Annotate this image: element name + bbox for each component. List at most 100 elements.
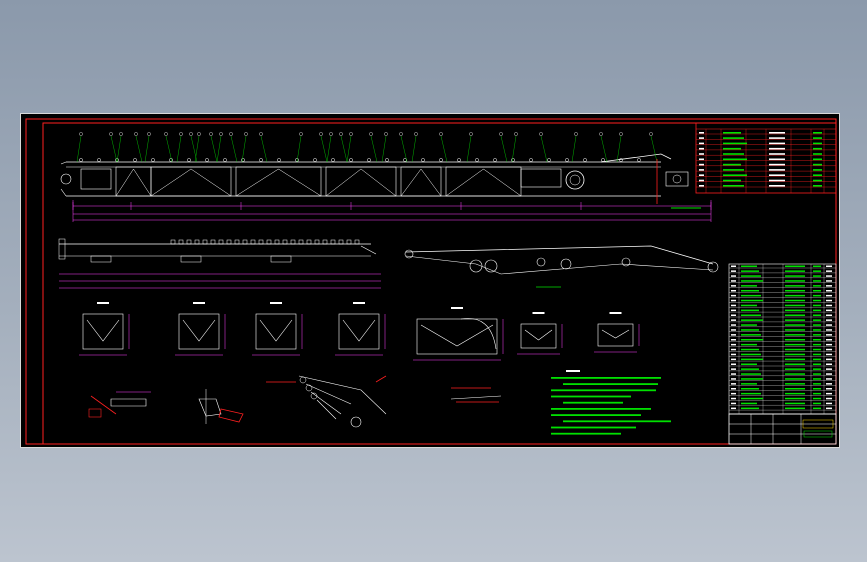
- idler-roller: [187, 158, 191, 162]
- plan-tooth: [306, 239, 312, 245]
- table-cell-text: [813, 373, 821, 375]
- table-cell-text: [813, 137, 822, 139]
- plan-tooth: [210, 239, 216, 245]
- leader-line: [400, 135, 408, 163]
- balloon: [79, 132, 83, 136]
- note-line: [551, 377, 661, 379]
- leader-line: [600, 135, 608, 163]
- table-cell-text: [731, 319, 736, 321]
- leader-line: [190, 135, 198, 163]
- table-cell-text: [741, 329, 759, 331]
- table-cell-text: [731, 334, 736, 336]
- drawing-canvas: [25, 118, 837, 445]
- truss-brace: [235, 168, 322, 197]
- plan-tooth: [194, 239, 200, 245]
- table-cell-text: [785, 378, 805, 380]
- table-cell-text: [826, 275, 832, 277]
- truss-brace: [400, 168, 442, 197]
- table-cell-text: [741, 290, 759, 292]
- table-cell-text: [826, 329, 832, 331]
- table-cell-text: [699, 163, 704, 166]
- table-cell-text: [741, 304, 757, 307]
- plan-tooth: [298, 239, 304, 245]
- plan-tooth: [178, 239, 184, 245]
- balloon: [164, 132, 168, 136]
- section-trough: [86, 319, 120, 342]
- leader-line: [176, 135, 182, 163]
- plan-tooth: [202, 239, 208, 245]
- table-cell-text: [731, 299, 736, 302]
- table-cell-text: [699, 142, 704, 145]
- table-cell-text: [826, 294, 832, 297]
- main-dimension-lines: [72, 200, 712, 222]
- idler-roller: [205, 158, 209, 162]
- section-outline: [597, 323, 634, 347]
- plan-tooth: [330, 239, 336, 245]
- plan-tooth: [322, 239, 328, 245]
- leader-line: [230, 135, 238, 163]
- balloon: [619, 132, 623, 136]
- table-cell-text: [731, 285, 736, 287]
- table-cell-text: [813, 280, 821, 282]
- table-cell-text: [741, 299, 763, 302]
- plan-tooth: [314, 239, 320, 245]
- idler-roller: [475, 158, 479, 162]
- balloon: [219, 132, 223, 136]
- balloon: [244, 132, 248, 136]
- table-cell-text: [699, 174, 704, 176]
- table-cell-text: [785, 290, 805, 292]
- section-outline: [338, 313, 380, 350]
- leader-line: [411, 135, 417, 163]
- leader-line: [76, 135, 82, 163]
- table-cell-text: [826, 265, 832, 267]
- table-cell-text: [785, 324, 805, 326]
- plan-support: [180, 255, 202, 263]
- plan-tooth: [258, 239, 264, 245]
- truss-frame: [115, 166, 152, 197]
- leader-line: [650, 135, 658, 163]
- table-cell-text: [813, 275, 821, 277]
- idler-roller: [277, 158, 281, 162]
- section-outline: [520, 323, 557, 349]
- table-cell-text: [813, 397, 821, 400]
- table-cell-text: [769, 174, 785, 176]
- table-cell-text: [699, 137, 704, 139]
- idler-roller: [313, 158, 317, 162]
- idler-roller: [547, 158, 551, 162]
- leader-line: [500, 135, 508, 163]
- table-cell-text: [731, 339, 736, 341]
- drawing-sheet[interactable]: [20, 113, 840, 448]
- table-cell-text: [826, 280, 832, 282]
- table-cell-text: [826, 309, 832, 312]
- table-cell-text: [741, 402, 757, 405]
- table-cell-text: [826, 388, 832, 390]
- table-cell-text: [813, 407, 821, 410]
- table-cell-text: [699, 179, 704, 182]
- table-cell-text: [723, 174, 747, 176]
- table-cell-text: [813, 153, 822, 155]
- table-cell-text: [785, 275, 805, 277]
- table-cell-text: [731, 290, 736, 292]
- table-cell-text: [813, 378, 821, 380]
- plan-tooth: [218, 239, 224, 245]
- table-cell-text: [813, 324, 821, 326]
- note-line: [551, 414, 641, 416]
- leader-line: [466, 135, 472, 163]
- table-cell-text: [731, 392, 736, 395]
- table-cell-text: [826, 363, 832, 365]
- table-cell-text: [813, 339, 821, 341]
- table-cell-text: [813, 314, 821, 316]
- plan-tooth: [346, 239, 352, 245]
- table-cell-text: [785, 334, 805, 336]
- table-cell-text: [826, 378, 832, 380]
- balloon: [649, 132, 653, 136]
- table-cell-text: [731, 397, 736, 400]
- table-cell-text: [769, 132, 785, 134]
- balloon: [399, 132, 403, 136]
- idler-roller: [259, 158, 263, 162]
- section-label-mark: [353, 302, 365, 304]
- table-cell-text: [813, 388, 821, 390]
- table-cell-text: [785, 363, 805, 365]
- table-cell-text: [741, 285, 757, 287]
- table-cell-text: [731, 407, 736, 410]
